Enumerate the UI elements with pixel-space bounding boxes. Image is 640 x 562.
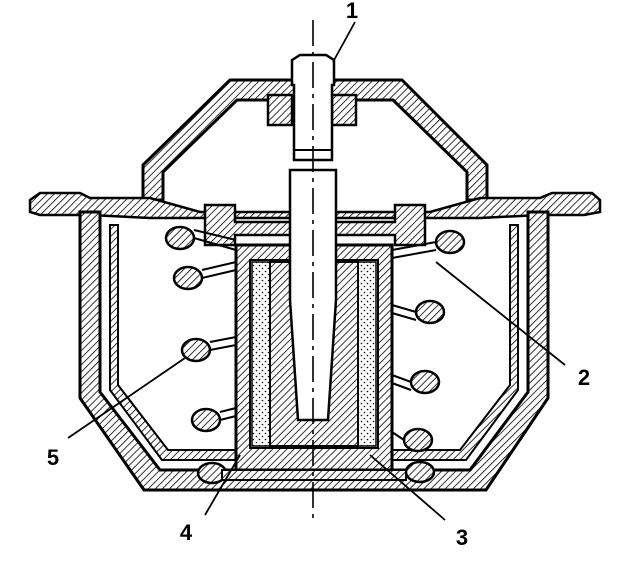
housing-cup <box>78 210 550 492</box>
mounting-flange <box>28 191 602 220</box>
spring-turn <box>434 229 466 255</box>
spring-turn <box>172 265 204 291</box>
callout-2: 2 <box>578 365 590 390</box>
wax-cup <box>234 168 394 472</box>
leader-line-1 <box>332 21 356 63</box>
wax-pellet-left <box>251 261 271 447</box>
bottom-seat <box>221 469 407 481</box>
wax-pellet-right <box>357 261 377 447</box>
spring-turn <box>414 299 446 325</box>
spring-turn <box>402 427 434 453</box>
callout-3: 3 <box>456 525 468 550</box>
callout-5: 5 <box>47 445 59 470</box>
guide-nut <box>266 93 358 127</box>
callout-4: 4 <box>180 520 193 545</box>
leader-line-2 <box>435 261 566 366</box>
leader-line-5 <box>67 357 186 439</box>
leader-lines <box>67 21 566 521</box>
upper-bridge <box>141 78 489 202</box>
leader-line-4 <box>204 454 241 516</box>
coil-spring <box>164 225 466 485</box>
spring-turn <box>164 225 196 251</box>
leader-line-3 <box>369 454 446 521</box>
spring-turn <box>404 460 436 484</box>
spring-turn <box>190 407 222 433</box>
spring-turn <box>180 337 212 363</box>
callout-1: 1 <box>346 0 358 23</box>
spring-turn <box>409 369 441 395</box>
